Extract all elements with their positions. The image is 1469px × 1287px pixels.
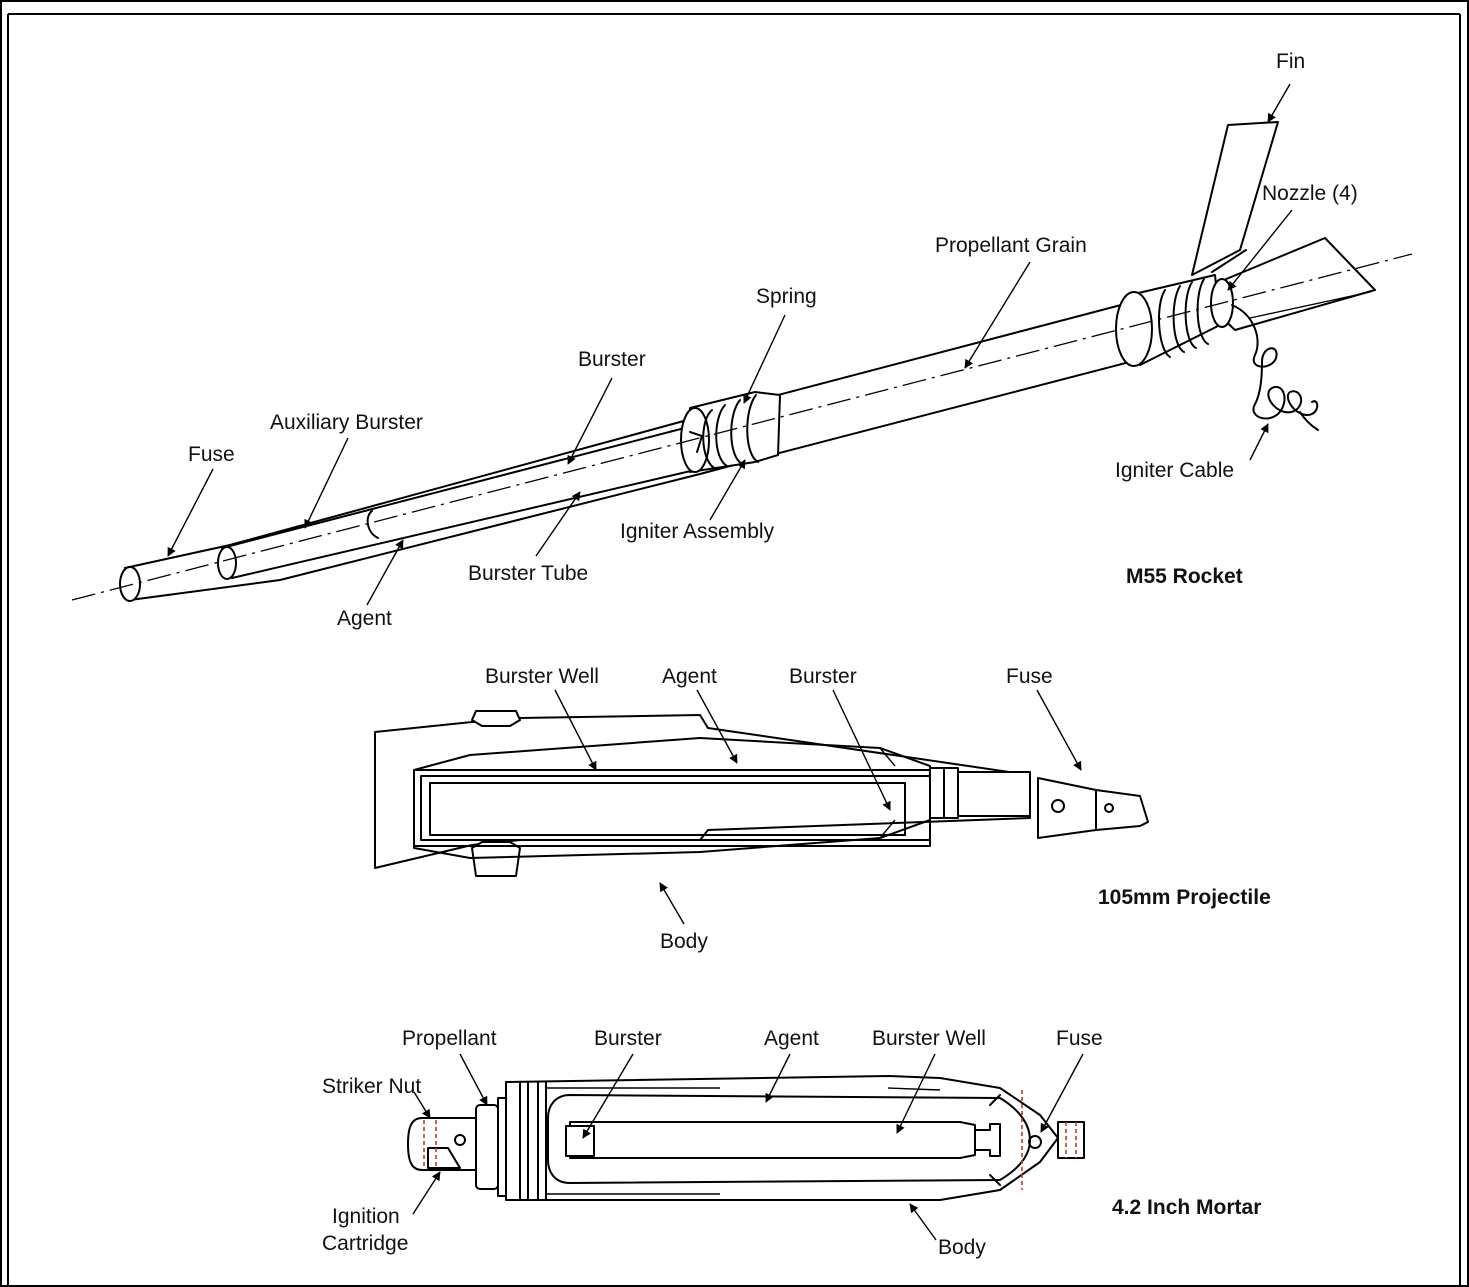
projectile-burster (429, 782, 906, 836)
projectile-leaders (554, 689, 1082, 925)
label-mortar-agent: Agent (764, 1027, 819, 1050)
projectile-band-bottom (471, 841, 521, 877)
4-2-inch-mortar-drawing (407, 1075, 1085, 1201)
label-auxiliary-burster: Auxiliary Burster (270, 411, 423, 434)
label-rocket-fuse: Fuse (188, 443, 235, 466)
label-propellant-grain: Propellant Grain (935, 234, 1087, 257)
igniter-cable (1231, 304, 1319, 420)
title-105mm-projectile: 105mm Projectile (1098, 886, 1271, 909)
m55-rocket-drawing (71, 121, 1413, 602)
igniter-assembly (689, 391, 781, 473)
rocket-leaders (167, 83, 1293, 606)
label-igniter-cable: Igniter Cable (1115, 459, 1234, 482)
title-m55-rocket: M55 Rocket (1126, 565, 1243, 588)
label-igniter-assembly: Igniter Assembly (620, 520, 775, 543)
label-spring: Spring (756, 285, 817, 308)
projectile-band-top (471, 710, 521, 727)
label-striker-nut: Striker Nut (322, 1075, 421, 1098)
mortar-agent-cavity (547, 1094, 1031, 1184)
burster-tube (221, 423, 713, 579)
label-projectile-burster: Burster (789, 665, 857, 688)
ignition-cartridge (427, 1147, 461, 1169)
rocket-fin (1191, 121, 1279, 276)
label-projectile-burster-well: Burster Well (485, 665, 599, 688)
label-nozzle: Nozzle (4) (1262, 182, 1358, 205)
label-mortar-burster-well: Burster Well (872, 1027, 986, 1050)
label-ignition: Ignition (332, 1205, 400, 1228)
label-cartridge: Cartridge (322, 1232, 408, 1255)
mortar-body (505, 1075, 1059, 1201)
label-projectile-body: Body (660, 930, 708, 953)
label-fin: Fin (1276, 50, 1305, 73)
label-mortar-propellant: Propellant (402, 1027, 497, 1050)
label-burster-tube: Burster Tube (468, 562, 588, 585)
label-mortar-body: Body (938, 1236, 986, 1259)
mortar-burster-well (569, 1121, 976, 1159)
rocket-centerline (71, 253, 1413, 601)
striker-nut (407, 1117, 477, 1171)
label-rocket-agent: Agent (337, 607, 392, 630)
rocket-nose-opening (119, 566, 141, 602)
label-projectile-fuse: Fuse (1006, 665, 1053, 688)
label-mortar-fuse: Fuse (1056, 1027, 1103, 1050)
105mm-projectile-drawing (374, 710, 1149, 877)
label-mortar-burster: Burster (594, 1027, 662, 1050)
mortar-fuse (1028, 1135, 1042, 1149)
mortar-leaders (412, 1053, 1084, 1241)
projectile-fuse (1037, 777, 1149, 839)
mortar-propellant (475, 1104, 499, 1190)
title-4-2-inch-mortar: 4.2 Inch Mortar (1112, 1196, 1261, 1219)
label-burster: Burster (578, 348, 646, 371)
mortar-burster (565, 1125, 595, 1157)
label-projectile-agent: Agent (662, 665, 717, 688)
